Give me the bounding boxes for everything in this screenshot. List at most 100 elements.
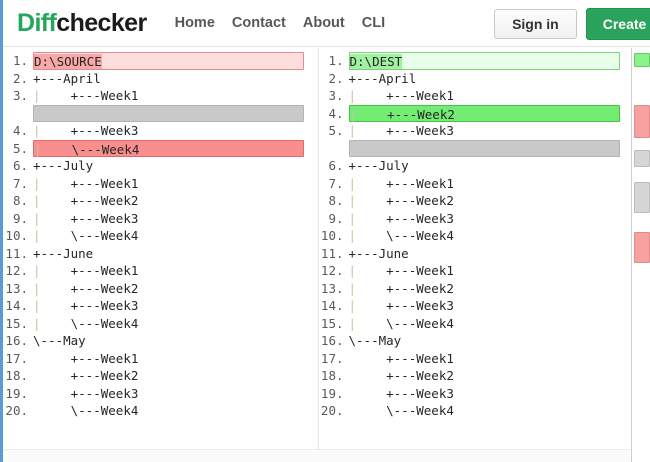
diff-line-text: +---Week2 xyxy=(357,106,455,122)
diff-row[interactable]: 10.| \---Week4 xyxy=(3,227,318,245)
tree-pipe-glyph: | xyxy=(33,175,41,191)
diff-row[interactable]: 11.+---June xyxy=(3,245,318,263)
diff-row[interactable]: 20. \---Week4 xyxy=(319,402,635,420)
diff-line-text: +---Week1 xyxy=(40,88,139,103)
minimap-change-marker[interactable] xyxy=(634,53,650,67)
diff-row[interactable]: 18. +---Week2 xyxy=(319,367,635,385)
diff-row[interactable]: 9.| +---Week3 xyxy=(319,210,635,228)
diff-row[interactable]: 15.| \---Week4 xyxy=(319,315,635,333)
diff-row[interactable]: 6.+---July xyxy=(319,157,635,175)
diff-line-content: | \---Week4 xyxy=(349,227,635,245)
diff-line-text: +---April xyxy=(348,70,417,86)
diff-line-content: | \---Week4 xyxy=(33,315,318,333)
diff-row[interactable]: 15.| \---Week4 xyxy=(3,315,318,333)
diff-line-content: +---Week2 xyxy=(33,367,318,385)
line-number: 9. xyxy=(12,210,28,226)
tree-pipe-glyph xyxy=(33,403,41,418)
diff-row[interactable]: 13.| +---Week2 xyxy=(3,280,318,298)
diff-row[interactable]: 16.\---May xyxy=(319,332,635,350)
diff-row[interactable]: 1.D:\SOURCE xyxy=(3,52,318,70)
diff-row[interactable]: 7. | +---Week1 xyxy=(319,175,635,193)
diff-row[interactable]: 13.| +---Week2 xyxy=(319,280,635,298)
tree-pipe-glyph: | xyxy=(33,263,41,278)
diff-line-content: | +---Week3 xyxy=(349,210,635,228)
diff-line-content xyxy=(348,139,620,157)
diff-row[interactable]: 20. \---Week4 xyxy=(3,402,318,420)
diff-line-content: | +---Week1 xyxy=(349,175,635,193)
diff-line-content: | +---Week1 xyxy=(33,175,318,193)
diff-row[interactable]: 5.| \---Week4 xyxy=(3,139,318,157)
diff-line-text: +---Week2 xyxy=(356,368,454,383)
diff-line-text: +---Week1 xyxy=(356,263,454,278)
diff-row[interactable]: 17. +---Week1 xyxy=(319,350,635,368)
nav-link-home[interactable]: Home xyxy=(174,15,215,31)
diff-line-text: +---June xyxy=(33,245,94,261)
nav-link-about[interactable]: About xyxy=(302,15,345,31)
diff-row[interactable]: 19. +---Week3 xyxy=(3,385,318,403)
create-account-button[interactable]: Create a xyxy=(585,7,650,40)
diff-row[interactable]: 2.+---April xyxy=(319,70,635,88)
diff-row[interactable]: 8.| +---Week2 xyxy=(319,192,635,210)
diff-footer-strip xyxy=(3,449,631,462)
diff-line-content: +---April xyxy=(33,70,318,88)
diff-line-text: +---Week1 xyxy=(356,350,454,366)
diff-line-content: | +---Week1 xyxy=(349,262,635,280)
diff-row[interactable]: 4.| +---Week2 xyxy=(319,104,635,122)
diff-row[interactable]: 4.| +---Week3 xyxy=(3,122,318,140)
line-number: 7. xyxy=(328,175,344,191)
diff-row-placeholder[interactable] xyxy=(3,104,318,122)
diff-row[interactable]: 14.| +---Week3 xyxy=(319,297,635,315)
diff-line-content: D:\SOURCE xyxy=(33,52,304,70)
diff-row[interactable]: 11.+---June xyxy=(319,245,635,263)
diff-row[interactable]: 17. +---Week1 xyxy=(3,350,318,368)
diff-row[interactable]: 1.D:\DEST xyxy=(319,52,635,70)
tree-pipe-glyph xyxy=(33,368,41,383)
diff-row[interactable]: 9. | +---Week3 xyxy=(3,210,318,228)
nav-link-cli[interactable]: CLI xyxy=(361,15,386,31)
minimap-change-marker[interactable] xyxy=(634,232,650,263)
line-number: 12. xyxy=(5,263,28,278)
diff-row[interactable]: 12.| +---Week1 xyxy=(319,262,635,280)
minimap-change-marker[interactable] xyxy=(634,105,650,138)
diff-line-text: +---July xyxy=(348,158,409,173)
diff-line-content: | \---Week4 xyxy=(33,227,318,245)
tree-pipe-glyph: | xyxy=(33,210,41,226)
diff-row[interactable]: 3.| +---Week1 xyxy=(319,87,635,105)
site-logo[interactable]: Diffchecker xyxy=(17,8,147,37)
sign-in-button[interactable]: Sign in xyxy=(494,8,577,39)
diff-row[interactable]: 2. +---April xyxy=(3,70,318,88)
tree-pipe-glyph: | xyxy=(33,298,41,313)
diff-row[interactable]: 16.\---May xyxy=(3,332,318,350)
diff-minimap-scrollbar[interactable] xyxy=(631,48,650,462)
diff-line-content: | +---Week2 xyxy=(33,280,318,298)
header-actions: Sign in Create a xyxy=(494,7,650,40)
diff-row[interactable]: 10. | \---Week4 xyxy=(319,227,635,245)
diff-row[interactable]: 12.| +---Week1 xyxy=(3,262,318,280)
diff-line-text: +---Week3 xyxy=(40,210,139,226)
line-number: 10. xyxy=(320,228,344,243)
diff-row[interactable]: 8.| +---Week2 xyxy=(3,192,318,210)
nav-link-contact[interactable]: Contact xyxy=(231,15,286,31)
diff-line-text: \---Week4 xyxy=(40,315,139,331)
diff-row[interactable]: 19. +---Week3 xyxy=(319,385,635,403)
diff-row[interactable]: 18. +---Week2 xyxy=(3,367,318,385)
diff-line-content: | +---Week2 xyxy=(349,192,635,210)
diff-row[interactable]: 14.| +---Week3 xyxy=(3,297,318,315)
diff-line-text: +---Week3 xyxy=(356,298,454,313)
diff-row[interactable]: 5.| +---Week3 xyxy=(319,122,635,140)
logo-text-checker: checker xyxy=(56,8,147,37)
diff-row[interactable]: 3.| +---Week1 xyxy=(3,87,318,105)
diff-row-placeholder[interactable] xyxy=(319,139,635,157)
diff-line-text: +---Week2 xyxy=(356,280,454,296)
diff-line-text: +---Week2 xyxy=(356,193,454,208)
diff-row[interactable]: 7.| +---Week1 xyxy=(3,175,318,193)
tree-pipe-glyph: | xyxy=(348,280,357,296)
diff-row[interactable]: 6.+---July xyxy=(3,157,318,175)
tree-pipe-glyph: | xyxy=(348,298,357,313)
line-number: 2. xyxy=(12,70,28,86)
line-number: 5. xyxy=(12,140,28,156)
minimap-change-marker[interactable] xyxy=(634,182,650,213)
minimap-change-marker[interactable] xyxy=(634,150,650,167)
